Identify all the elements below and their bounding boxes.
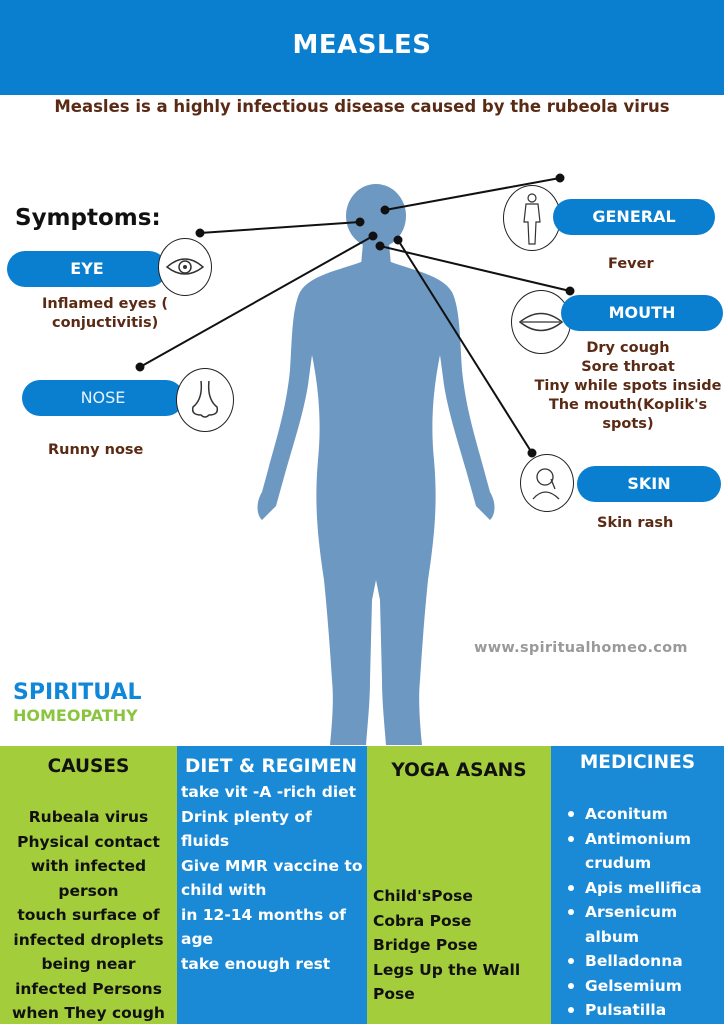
mouth-description: Dry cough Sore throat Tiny while spots i…: [534, 340, 722, 432]
medicine-item: Pulsatilla: [568, 998, 702, 1023]
human-body-silhouette: [257, 184, 495, 745]
medicines-list: Aconitum Antimonium crudum Apis mellific…: [568, 802, 702, 1023]
medicine-item: Belladonna: [568, 949, 702, 974]
brand-homeopathy: HOMEOPATHY: [13, 706, 138, 725]
diet-column: [177, 746, 367, 1024]
eye-pill: EYE: [7, 251, 167, 287]
diet-heading: DIET & REGIMEN: [185, 756, 357, 777]
mouth-pill: MOUTH: [561, 295, 723, 331]
medicine-item: Aconitum: [568, 802, 702, 827]
yoga-column: [367, 746, 551, 1024]
eye-description: Inflamed eyes ( conjuctivitis): [42, 296, 169, 331]
connector-lines: [135, 173, 575, 458]
medicines-heading: MEDICINES: [579, 752, 696, 773]
medicine-item: Apis mellifica: [568, 876, 702, 901]
yoga-list: Child'sPose Cobra Pose Bridge Pose Legs …: [373, 887, 521, 1003]
medicine-item: Antimonium: [568, 827, 702, 852]
subtitle: Measles is a highly infectious disease c…: [54, 97, 670, 116]
website-url: www.spiritualhomeo.com: [474, 640, 688, 656]
skin-description: Skin rash: [597, 515, 674, 531]
header-bar: [0, 0, 724, 95]
causes-list: Rubeala virus Physical contact with infe…: [12, 808, 165, 1022]
mouth-icon: [511, 290, 571, 354]
nose-description: Runny nose: [48, 442, 144, 458]
yoga-heading: YOGA ASANS: [391, 760, 527, 781]
page-title: MEASLES: [292, 30, 432, 60]
medicine-item: album: [585, 927, 640, 946]
causes-column: [0, 746, 177, 1024]
symptoms-heading: Symptoms:: [15, 205, 161, 231]
nose-pill: NOSE: [22, 380, 184, 416]
medicines-column: [551, 746, 724, 1024]
causes-heading: CAUSES: [47, 756, 130, 777]
diet-list: take vit -A -rich diet Drink plenty of f…: [181, 783, 363, 973]
medicine-item: crudum: [585, 854, 652, 872]
brand-spiritual: SPIRITUAL: [13, 680, 142, 705]
skin-pill: SKIN: [577, 466, 721, 502]
nose-icon: [176, 368, 234, 432]
general-description: Fever: [608, 256, 654, 272]
skin-icon: [520, 454, 574, 512]
general-pill: GENERAL: [553, 199, 715, 235]
medicine-item: Gelsemium: [568, 974, 702, 999]
person-icon: [503, 185, 561, 251]
medicine-item: Arsenicum: [568, 900, 702, 925]
eye-icon: [158, 238, 212, 296]
